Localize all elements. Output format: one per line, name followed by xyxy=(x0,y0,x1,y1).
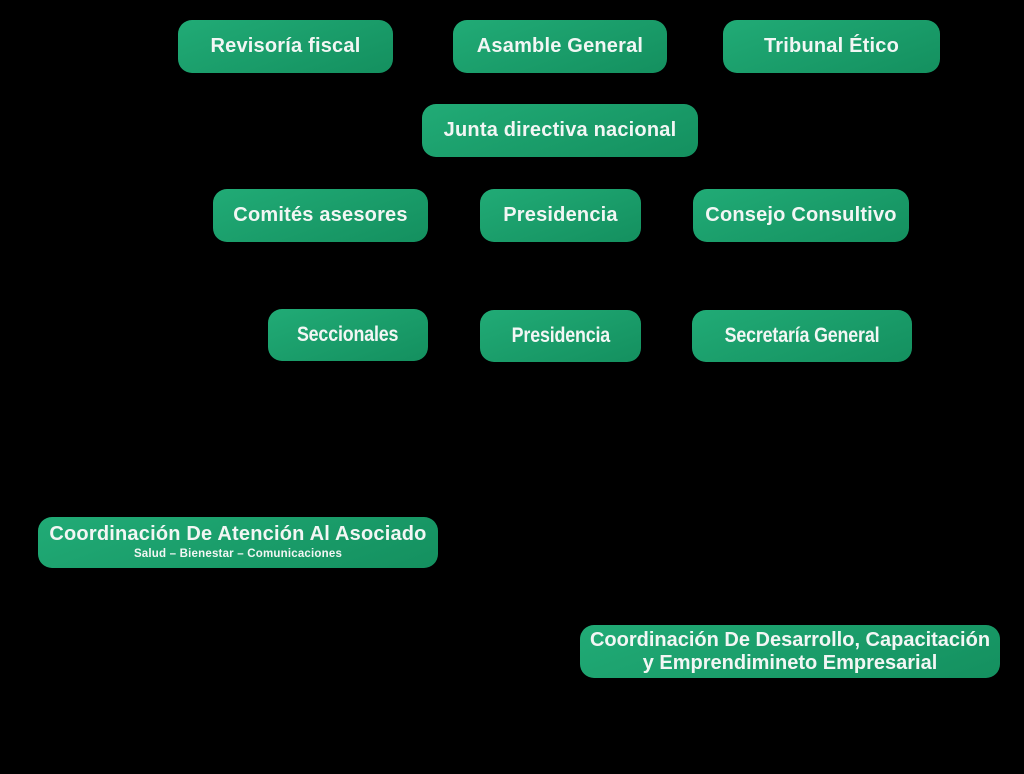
org-node-title-line1: Coordinación De Desarrollo, Capacitación xyxy=(589,628,991,651)
org-node-seccionales: Seccionales xyxy=(268,309,428,361)
org-node-label: Secretaría General xyxy=(724,323,880,347)
org-node-subtitle: Salud – Bienestar – Comunicaciones xyxy=(133,548,343,561)
org-node-title: Coordinación De Atención Al Asociado xyxy=(49,523,427,546)
org-node-revisoria-fiscal: Revisoría fiscal xyxy=(178,20,393,73)
org-node-consejo-consultivo: Consejo Consultivo xyxy=(693,189,909,242)
org-node-label: Consejo Consultivo xyxy=(705,204,897,226)
org-node-label: Asamble General xyxy=(476,35,644,57)
org-node-label: Presidencia xyxy=(503,204,618,226)
org-node-asamble-general: Asamble General xyxy=(453,20,667,73)
org-node-label: Presidencia xyxy=(511,323,610,347)
org-node-coordinacion-atencion-asociado: Coordinación De Atención Al Asociado Sal… xyxy=(38,517,438,568)
org-node-presidencia-upper: Presidencia xyxy=(480,189,641,242)
org-node-tribunal-etico: Tribunal Ético xyxy=(723,20,940,73)
org-node-label: Revisoría fiscal xyxy=(210,35,361,57)
org-node-comites-asesores: Comités asesores xyxy=(213,189,428,242)
org-node-label: Seccionales xyxy=(297,322,399,346)
org-node-secretaria-general: Secretaría General xyxy=(692,310,912,362)
org-node-junta-directiva-nacional: Junta directiva nacional xyxy=(422,104,698,157)
org-node-coordinacion-desarrollo: Coordinación De Desarrollo, Capacitación… xyxy=(580,625,1000,678)
org-node-presidencia-lower: Presidencia xyxy=(480,310,641,362)
org-node-title-line2: y Emprendimineto Empresarial xyxy=(642,651,938,674)
org-node-label: Comités asesores xyxy=(233,204,408,226)
org-node-label: Tribunal Ético xyxy=(763,35,900,57)
org-node-label: Junta directiva nacional xyxy=(443,119,677,141)
